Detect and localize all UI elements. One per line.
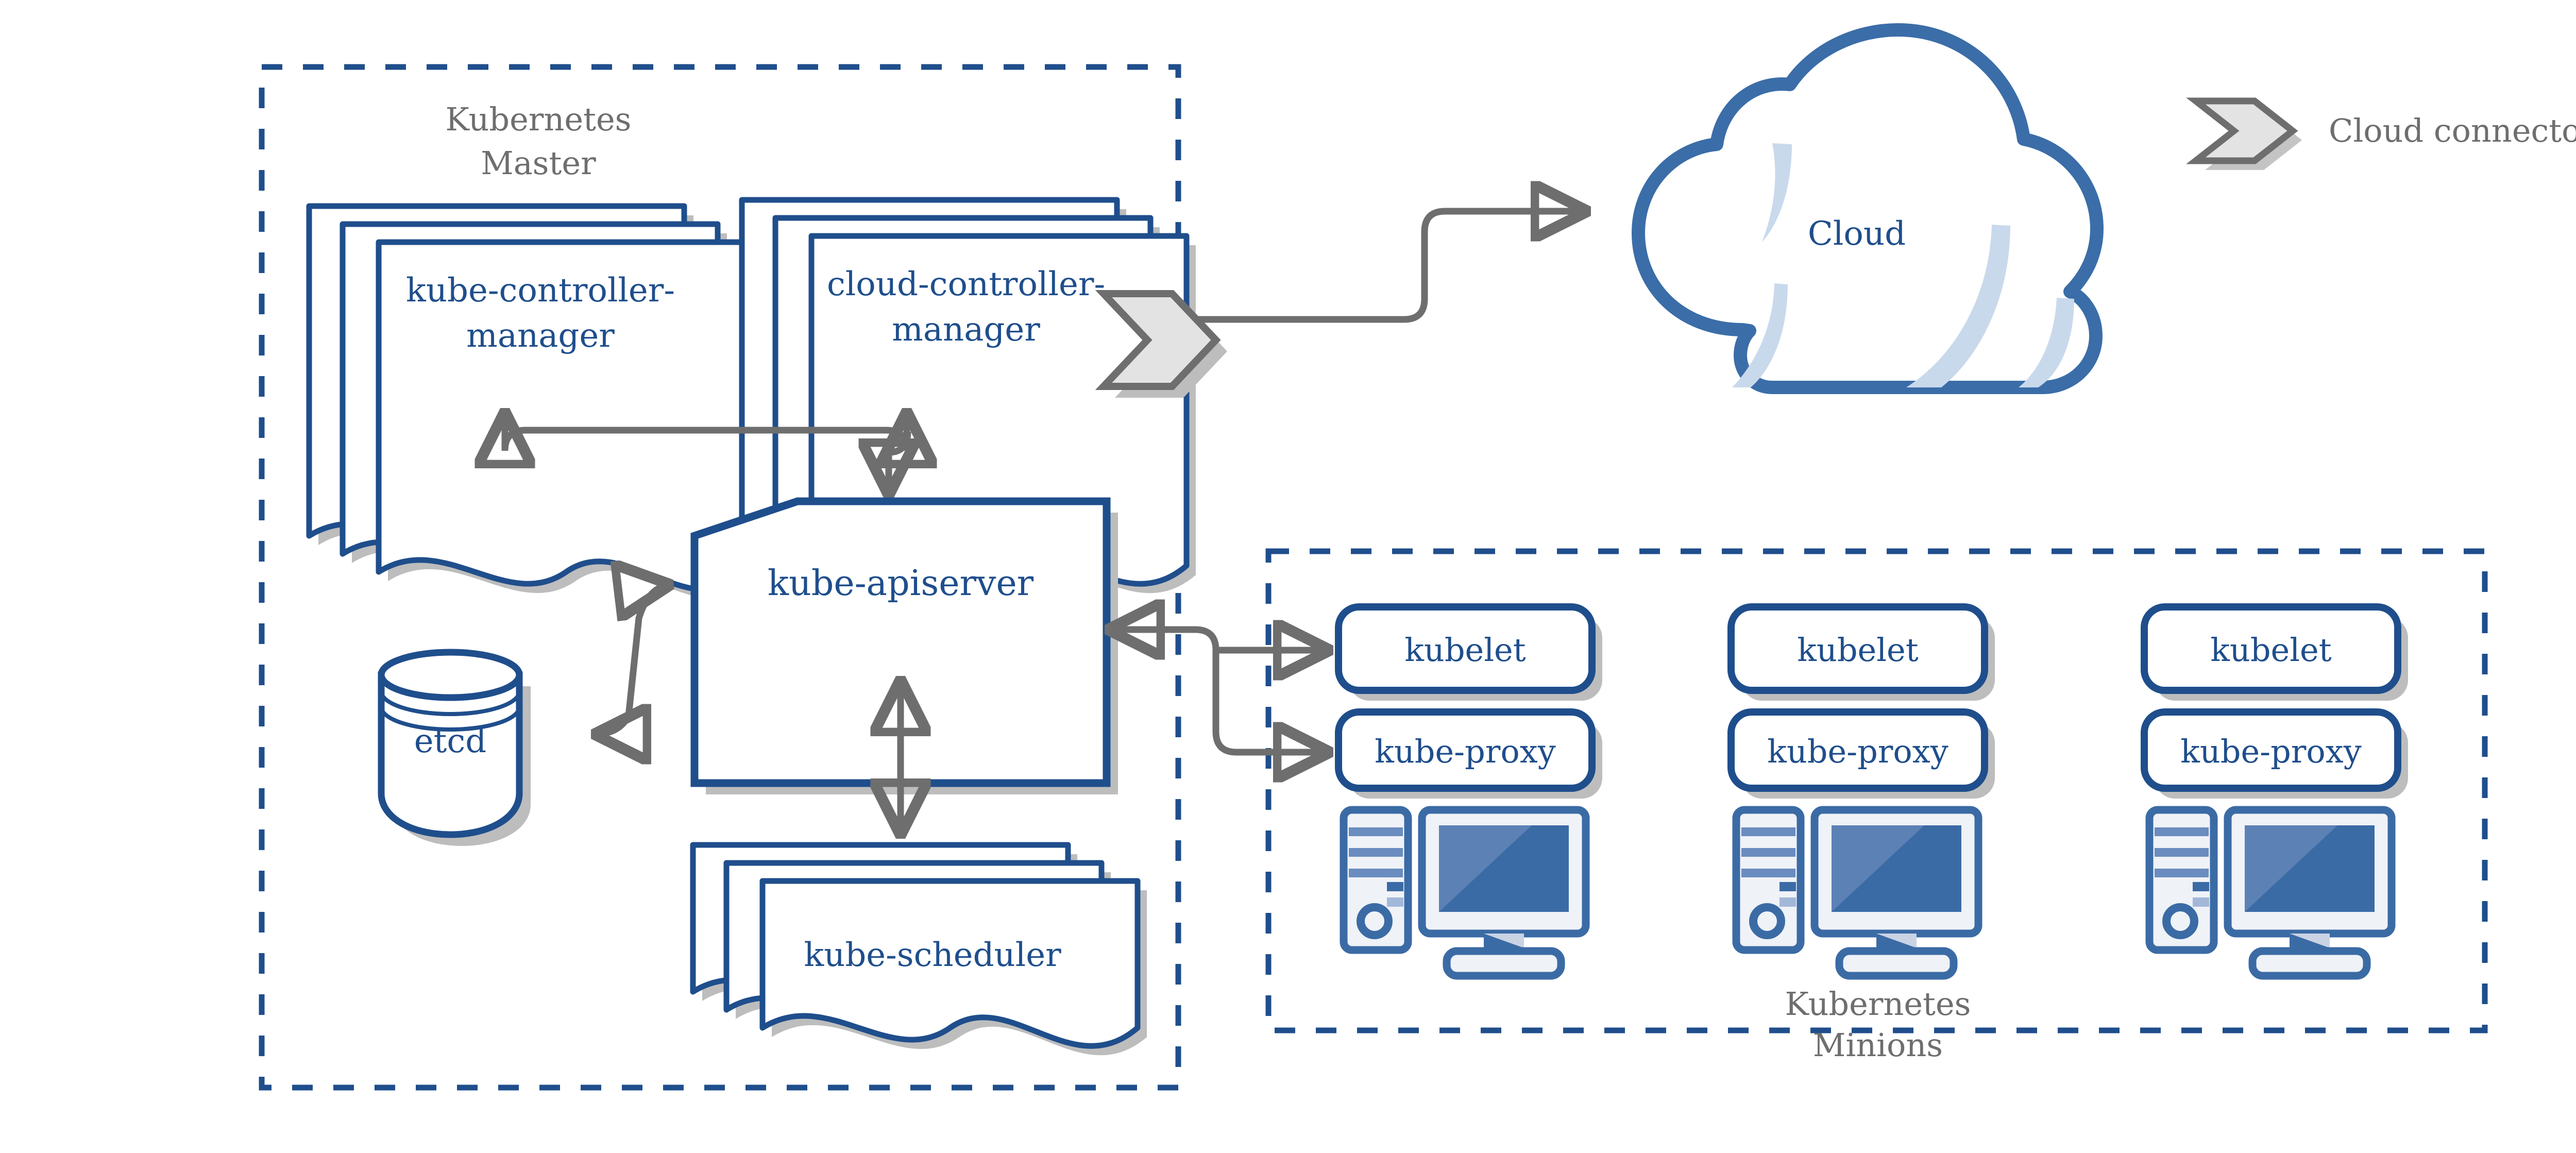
kube-controller-manager-node[interactable]: kube-controller- manager	[306, 203, 763, 600]
kubernetes-minions-label-line1: Kubernetes	[1785, 985, 1971, 1023]
legend-cloud-connector: Cloud connector	[2186, 97, 2576, 170]
minion-1-kubelet-box[interactable]	[1335, 603, 1596, 694]
cloud-connector-chevron-icon	[1095, 290, 1227, 398]
kubernetes-minions-label-line2: Minions	[1813, 1026, 1943, 1064]
kubernetes-minions-boundary	[1265, 548, 2488, 1033]
connector-minion-to-apiserver	[1109, 630, 1329, 752]
etcd-ring-1	[379, 691, 521, 717]
kube-controller-manager-label-line1: kube-controller-	[406, 272, 675, 310]
cloud-accent-2	[1732, 283, 1788, 387]
legend-label: Cloud connector	[2329, 112, 2576, 149]
doc-front	[759, 878, 1141, 1049]
cloud-accent-1	[1762, 143, 1792, 242]
chevron-body	[1095, 290, 1221, 390]
minion-1-kube-proxy-label: kube-proxy	[1375, 733, 1555, 770]
cloud-label: Cloud	[1808, 215, 1906, 253]
etcd-node[interactable]: etcd	[378, 649, 531, 846]
minion-2-kubelet-box[interactable]	[1727, 603, 1988, 694]
kube-scheduler-node[interactable]: kube-scheduler	[690, 842, 1147, 1056]
kube-controller-manager-label-line2: manager	[466, 317, 615, 355]
etcd-body	[378, 671, 523, 838]
minion-node-1[interactable]: kubelet kube-proxy	[1335, 603, 1602, 980]
etcd-label: etcd	[414, 722, 486, 760]
legend-chevron-connector-icon	[2186, 97, 2298, 164]
cloud-controller-manager-label-line2: manager	[892, 311, 1040, 349]
kubernetes-master-boundary	[259, 64, 1181, 1091]
minion-2-kube-proxy-box[interactable]	[1727, 708, 1988, 792]
minion-2-computer-icon	[1732, 806, 1982, 980]
minion-1-kubelet-label: kubelet	[1404, 631, 1526, 669]
kubernetes-master-label-line1: Kubernetes	[446, 100, 632, 138]
kubernetes-master-label-line2: Master	[481, 144, 596, 182]
cloud-accent-4	[2019, 298, 2074, 387]
cloud-outline	[1632, 23, 2104, 394]
minion-3-kubelet-box[interactable]	[2141, 603, 2401, 694]
minion-node-3[interactable]: kubelet kube-proxy	[2141, 603, 2408, 980]
minion-2-kube-proxy-label: kube-proxy	[1767, 733, 1948, 770]
minion-3-computer-icon	[2145, 806, 2396, 980]
minion-3-kubelet-label: kubelet	[2210, 631, 2331, 669]
minion-1-computer-icon	[1340, 806, 1590, 980]
cloud-accent-3	[1906, 225, 2010, 387]
minion-3-kube-proxy-box[interactable]	[2141, 708, 2401, 792]
minion-1-kube-proxy-box[interactable]	[1335, 708, 1596, 792]
kube-scheduler-label: kube-scheduler	[804, 936, 1061, 974]
kube-apiserver-node[interactable]: kube-apiserver	[690, 497, 1118, 794]
minion-2-kubelet-label: kubelet	[1797, 631, 1918, 669]
cloud-connector-to-cloud-line	[1188, 211, 1587, 323]
connector-etcd-to-apiserver	[595, 585, 670, 734]
cloud-node[interactable]: Cloud	[1632, 23, 2104, 394]
kube-apiserver-label: kube-apiserver	[768, 563, 1034, 604]
etcd-top-ellipse	[378, 649, 523, 701]
etcd-ring-2	[379, 706, 521, 732]
cloud-controller-manager-label-line1: cloud-controller-	[827, 265, 1105, 303]
minion-node-2[interactable]: kubelet kube-proxy	[1727, 603, 1995, 980]
connector-arrow-down-to-apiserver	[889, 431, 908, 495]
minion-3-kube-proxy-label: kube-proxy	[2180, 733, 2361, 770]
